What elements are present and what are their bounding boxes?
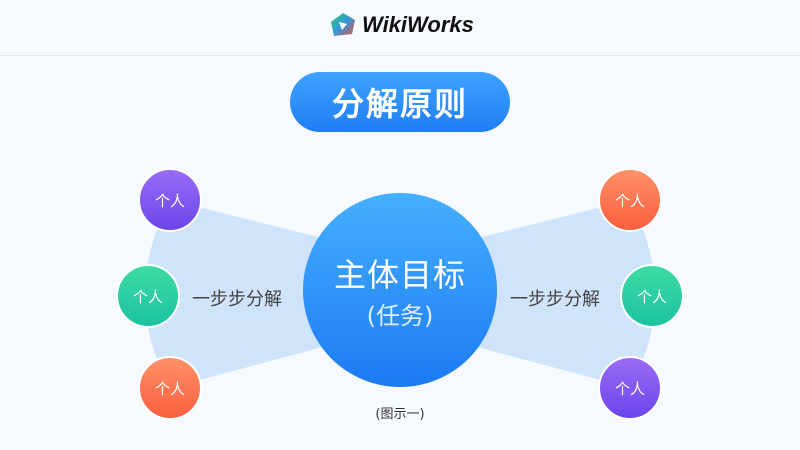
left-step-label: 一步步分解 <box>192 289 282 310</box>
person-node: 个人 <box>598 356 662 420</box>
logo: WikiWorks <box>330 12 474 38</box>
figure-caption: (图示一) <box>375 407 425 422</box>
person-node: 个人 <box>116 264 180 328</box>
right-fan <box>470 200 655 388</box>
person-node: 个人 <box>620 264 684 328</box>
wikiworks-logo-icon <box>331 13 355 36</box>
page-title: 分解原则 <box>290 72 510 132</box>
person-node: 个人 <box>598 168 662 232</box>
brand-name: WikiWorks <box>362 12 474 37</box>
main-goal-circle: 主体目标 (任务) <box>303 193 497 387</box>
person-node: 个人 <box>138 168 202 232</box>
main-goal-label: 主体目标 <box>333 255 466 294</box>
person-node: 个人 <box>138 356 202 420</box>
task-label: (任务) <box>366 301 434 330</box>
right-step-label: 一步步分解 <box>510 289 600 310</box>
header: WikiWorks <box>0 0 800 56</box>
left-fan <box>145 200 330 388</box>
